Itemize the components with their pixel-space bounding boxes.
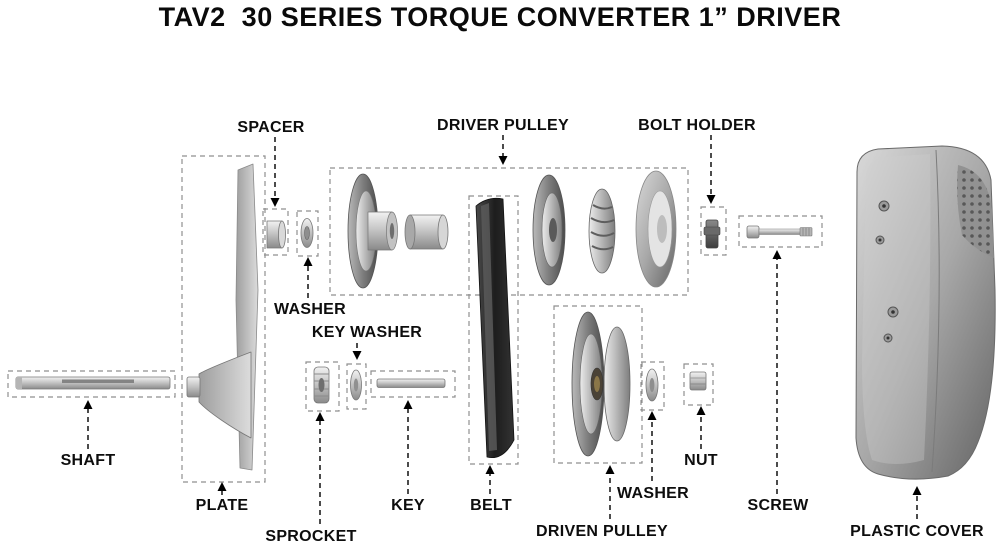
sprocket-part (313, 366, 330, 404)
plate-part (186, 163, 259, 471)
washer-bottom-box (640, 361, 665, 411)
shaft-arrow (83, 400, 93, 449)
driven-pulley-arrow (605, 465, 615, 519)
nut-box (683, 363, 714, 406)
driver-fixed-sheave-part (347, 173, 398, 289)
washer-top-box (296, 210, 319, 257)
plastic-cover-arrow (912, 486, 922, 519)
driver-spacer-part (404, 214, 449, 250)
driver-spring-part (588, 188, 616, 274)
plate-arrow (217, 482, 227, 495)
label-plate: PLATE (195, 497, 249, 514)
label-driver-pulley: DRIVER PULLEY (437, 117, 569, 134)
shaft-box (7, 370, 176, 398)
label-belt: BELT (470, 497, 512, 514)
screw-part (746, 225, 813, 239)
diagram-title: TAV2 30 SERIES TORQUE CONVERTER 1” DRIVE… (158, 2, 842, 32)
label-key-washer: KEY WASHER (311, 324, 423, 341)
key-washer-part (350, 369, 362, 401)
washer-top-arrow (303, 257, 313, 298)
bolt-holder-part (703, 219, 721, 249)
nut-arrow (696, 406, 706, 449)
key-arrow (403, 400, 413, 494)
belt-part (475, 197, 515, 459)
washer-bottom-part (645, 368, 659, 402)
key-box (370, 370, 456, 398)
label-screw: SCREW (747, 497, 809, 514)
spacer-box (262, 208, 289, 256)
label-shaft: SHAFT (60, 452, 116, 469)
label-nut: NUT (684, 452, 718, 469)
key-washer-box (346, 363, 367, 410)
driver-movable-sheave-part (532, 174, 566, 286)
driver-pulley-arrow (498, 135, 508, 165)
screw-box (738, 215, 823, 248)
plastic-cover-part (855, 145, 996, 480)
label-key: KEY (391, 497, 425, 514)
washer-top-part (300, 218, 314, 248)
label-bolt-holder: BOLT HOLDER (638, 117, 756, 134)
shaft-part (15, 376, 171, 390)
driven-pulley-part (571, 311, 631, 457)
sprocket-box (305, 361, 340, 412)
label-washer-bottom: WASHER (616, 485, 690, 502)
label-spacer: SPACER (237, 119, 305, 136)
driven-pulley-box (553, 305, 643, 464)
key-part (376, 378, 446, 388)
label-washer-top: WASHER (273, 301, 347, 318)
label-plastic-cover: PLASTIC COVER (850, 523, 984, 540)
sprocket-arrow (315, 412, 325, 524)
bolt-holder-box (700, 206, 727, 256)
driver-cover-part (635, 170, 677, 288)
spacer-part (266, 220, 286, 249)
belt-arrow (485, 465, 495, 494)
bolt-holder-arrow (706, 135, 716, 204)
washer-bottom-arrow (647, 411, 657, 481)
spacer-arrow (270, 137, 280, 207)
label-sprocket: SPROCKET (265, 528, 357, 545)
label-driven-pulley: DRIVEN PULLEY (536, 523, 668, 540)
key-washer-arrow (352, 343, 362, 360)
screw-arrow (772, 250, 782, 494)
nut-part (689, 371, 707, 391)
plate-box (181, 155, 266, 483)
belt-box (468, 195, 519, 465)
